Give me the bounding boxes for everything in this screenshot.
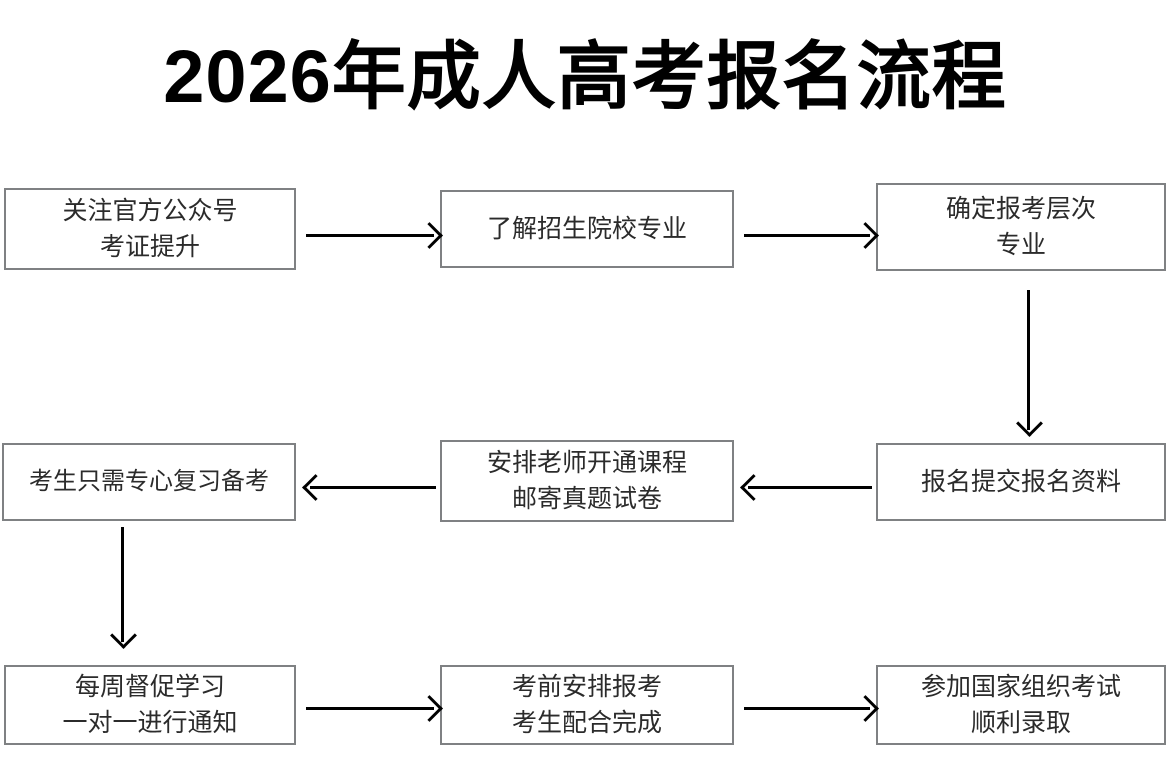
flow-node-n7-line1: 每周督促学习: [74, 672, 225, 701]
edge-line: [306, 707, 434, 710]
arrow-head-down-icon: [1016, 410, 1043, 437]
arrow-head-down-icon: [110, 622, 137, 649]
edge-line: [1027, 290, 1030, 430]
arrow-head-left-icon: [302, 474, 329, 501]
flow-node-n5-line1: 安排老师开通课程: [486, 448, 687, 477]
edge-line: [306, 234, 434, 237]
flow-node-n1-line1: 关注官方公众号: [62, 196, 238, 225]
flow-node-n7: 每周督促学习 一对一进行通知: [4, 665, 296, 745]
page-title: 2026年成人高考报名流程: [163, 35, 1007, 118]
flow-node-n8-line2: 考生配合完成: [511, 709, 662, 737]
edge-line: [744, 234, 870, 237]
flow-node-n4-line1: 报名提交报名资料: [920, 467, 1121, 496]
arrow-head-right-icon: [416, 222, 443, 249]
flow-node-n6-line1: 考生只需专心复习备考: [29, 467, 269, 495]
edge-line: [744, 707, 870, 710]
edge-line: [748, 486, 872, 489]
arrow-head-right-icon: [416, 695, 443, 722]
flow-node-n8-line1: 考前安排报考: [511, 672, 662, 701]
flow-node-n6: 考生只需专心复习备考: [2, 443, 296, 521]
flow-node-n3: 确定报考层次 专业: [876, 183, 1166, 271]
flow-node-n7-line2: 一对一进行通知: [62, 709, 238, 737]
flow-node-n9: 参加国家组织考试 顺利录取: [876, 665, 1166, 745]
flow-node-n5: 安排老师开通课程 邮寄真题试卷: [440, 440, 734, 522]
flow-node-n2: 了解招生院校专业: [440, 190, 734, 268]
flow-node-n4: 报名提交报名资料: [876, 443, 1166, 521]
edge-line: [310, 486, 436, 489]
flow-node-n1: 关注官方公众号 考证提升: [4, 188, 296, 270]
flow-node-n1-line2: 考证提升: [99, 233, 200, 261]
flow-node-n5-line2: 邮寄真题试卷: [511, 485, 662, 513]
flow-node-n3-line1: 确定报考层次: [945, 194, 1096, 223]
arrow-head-left-icon: [740, 474, 767, 501]
flow-node-n2-line1: 了解招生院校专业: [486, 214, 687, 243]
flow-node-n9-line1: 参加国家组织考试: [920, 672, 1121, 701]
flow-node-n9-line2: 顺利录取: [970, 709, 1071, 737]
flow-node-n8: 考前安排报考 考生配合完成: [440, 665, 734, 745]
arrow-head-right-icon: [852, 222, 879, 249]
edge-line: [121, 527, 124, 642]
arrow-head-right-icon: [852, 695, 879, 722]
flow-node-n3-line2: 专业: [995, 231, 1046, 259]
